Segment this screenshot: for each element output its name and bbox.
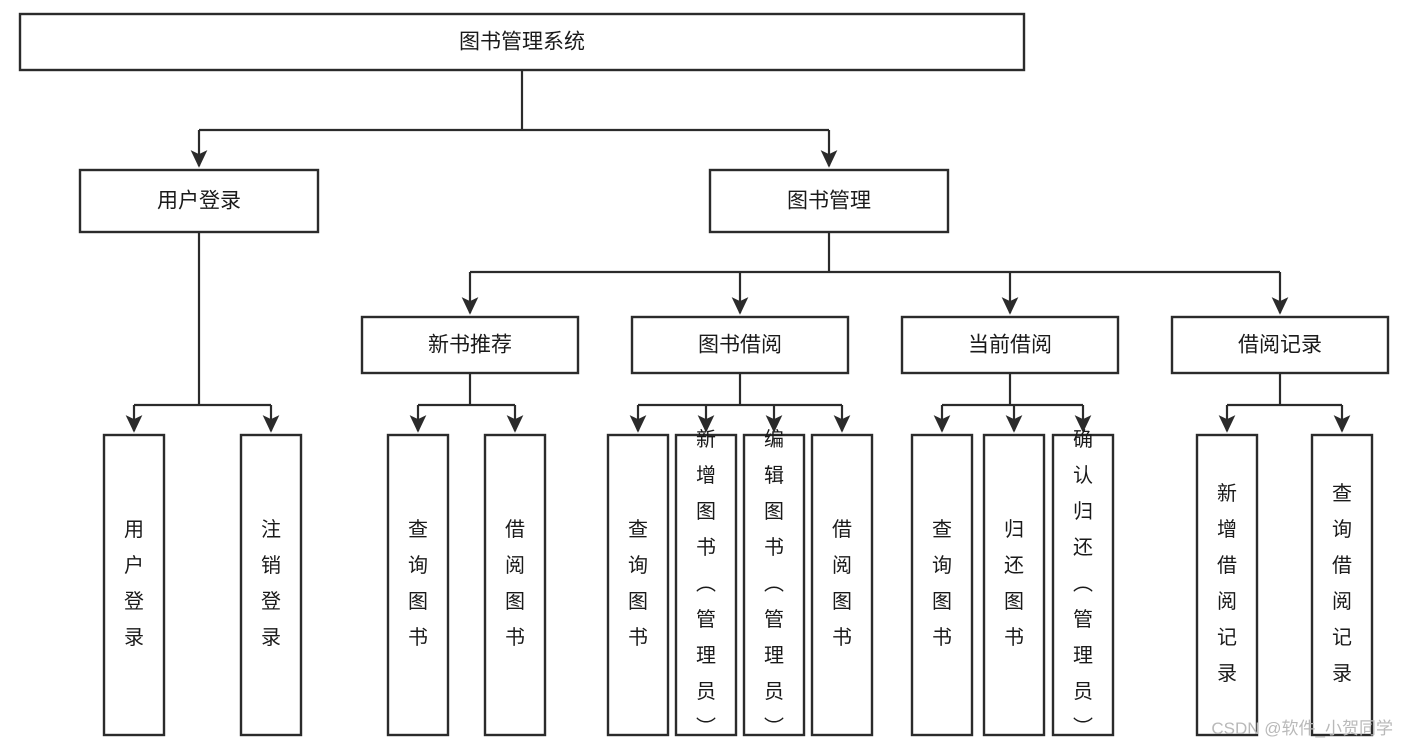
leaf-node-confirm-return-label: 确认归还︵管理员︶ [1073,428,1093,739]
connector-group-current-borrow [933,373,1092,433]
node-book-manage-label: 图书管理 [787,190,871,213]
node-root[interactable]: 图书管理系统 [18,12,1026,72]
leaf-node-return-book[interactable]: 归还图书 [982,433,1046,737]
node-book-borrow[interactable]: 图书借阅 [630,315,850,375]
leaf-node-add-book-label: 新增图书︵管理员︶ [696,428,716,739]
leaf-node-confirm-return-box[interactable] [1051,433,1115,737]
leaf-node-borrow-book-2-label: 借阅图书 [832,518,852,649]
leaf-node-query-book-3[interactable]: 查询图书 [910,433,974,737]
leaf-node-return-book-label: 归还图书 [1004,518,1024,649]
leaf-node-query-book-3-label: 查询图书 [932,518,952,649]
leaf-node-add-book-box[interactable] [674,433,738,737]
node-book-borrow-label: 图书借阅 [698,334,782,357]
node-borrow-records[interactable]: 借阅记录 [1170,315,1390,375]
leaf-node-borrow-book-1[interactable]: 借阅图书 [483,433,547,737]
leaf-node-logout-label: 注销登录 [261,518,281,649]
leaf-node-user-login[interactable]: 用户登录 [102,433,166,737]
node-user-login-box[interactable] [78,168,320,234]
leaf-node-edit-book[interactable]: 编辑图书︵管理员︶ [742,428,806,739]
node-root-label: 图书管理系统 [459,31,585,54]
leaf-node-add-borrow-record[interactable]: 新增借阅记录 [1195,433,1259,737]
node-new-book-recommend-label: 新书推荐 [428,334,512,357]
node-new-book-recommend[interactable]: 新书推荐 [360,315,580,375]
leaf-node-edit-book-label: 编辑图书︵管理员︶ [764,428,784,739]
connector-group-new-book-recommend [409,373,524,433]
leaf-node-query-book-1-label: 查询图书 [408,518,428,649]
node-book-borrow-box[interactable] [630,315,850,375]
connector-group-book-borrow [629,373,851,433]
node-current-borrow-label: 当前借阅 [968,334,1052,357]
leaf-node-query-book-1-box[interactable] [386,433,450,737]
leaf-node-user-login-box[interactable] [102,433,166,737]
leaf-node-add-borrow-record-label: 新增借阅记录 [1217,482,1237,685]
leaf-node-add-borrow-record-box[interactable] [1195,433,1259,737]
leaf-node-query-book-3-box[interactable] [910,433,974,737]
leaf-node-query-borrow-record[interactable]: 查询借阅记录 [1310,433,1374,737]
connector-group-borrow-records [1218,373,1351,433]
leaf-node-borrow-book-2[interactable]: 借阅图书 [810,433,874,737]
leaf-node-logout-box[interactable] [239,433,303,737]
leaf-node-borrow-book-1-box[interactable] [483,433,547,737]
node-book-manage[interactable]: 图书管理 [708,168,950,234]
leaf-node-edit-book-box[interactable] [742,433,806,737]
connector-group-root [190,70,838,168]
leaf-node-borrow-book-1-label: 借阅图书 [505,518,525,649]
leaf-node-query-borrow-record-label: 查询借阅记录 [1332,482,1352,685]
connector-group-user-login [125,232,280,433]
leaf-node-confirm-return[interactable]: 确认归还︵管理员︶ [1051,428,1115,739]
leaf-node-borrow-book-2-box[interactable] [810,433,874,737]
leaf-node-logout[interactable]: 注销登录 [239,433,303,737]
node-book-manage-box[interactable] [708,168,950,234]
leaf-node-query-book-2-label: 查询图书 [628,518,648,649]
node-borrow-records-label: 借阅记录 [1238,334,1322,357]
leaf-node-user-login-label: 用户登录 [124,519,144,649]
node-current-borrow[interactable]: 当前借阅 [900,315,1120,375]
connector-group-book-manage [461,232,1289,315]
node-root-box[interactable] [18,12,1026,72]
leaf-node-query-book-2[interactable]: 查询图书 [606,433,670,737]
node-user-login-label: 用户登录 [157,190,241,213]
csdn-watermark: CSDN @软件_小贺同学 [1211,719,1393,738]
leaf-node-add-book[interactable]: 新增图书︵管理员︶ [674,428,738,739]
node-current-borrow-box[interactable] [900,315,1120,375]
leaf-node-query-borrow-record-box[interactable] [1310,433,1374,737]
leaf-node-query-book-1[interactable]: 查询图书 [386,433,450,737]
node-user-login[interactable]: 用户登录 [78,168,320,234]
node-borrow-records-box[interactable] [1170,315,1390,375]
node-new-book-recommend-box[interactable] [360,315,580,375]
leaf-node-query-book-2-box[interactable] [606,433,670,737]
leaf-node-return-book-box[interactable] [982,433,1046,737]
